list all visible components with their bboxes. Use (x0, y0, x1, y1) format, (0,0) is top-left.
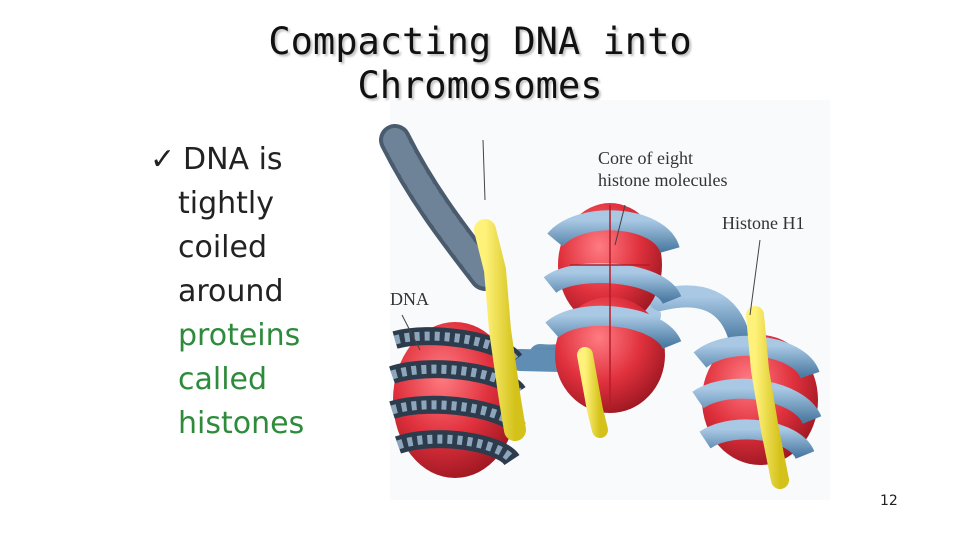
bullet-line-4: around (178, 274, 284, 309)
bullet-line-3: coiled (178, 230, 268, 265)
page-number: 12 (880, 493, 898, 509)
bullet-highlight-1: proteins (178, 318, 301, 353)
nucleosome-illustration (379, 100, 830, 500)
label-dna: DNA (390, 289, 429, 309)
bullet-highlight-3: histones (178, 406, 305, 441)
bullet-point: ✓ DNA is tightly coiled around proteins … (150, 138, 350, 446)
slide-title-line-1: Compacting DNA into (268, 20, 692, 63)
label-histone-core-line-1: Core of eight (598, 148, 693, 168)
label-histone-h1: Histone H1 (722, 213, 805, 233)
slide-title-line-2: Chromosomes (357, 64, 603, 107)
label-histone-core: Core of eight histone molecules (598, 147, 727, 191)
bullet-highlight-2: called (178, 362, 268, 397)
slide-title: Compacting DNA into Chromosomes (180, 20, 780, 108)
bullet-line-1: DNA is (183, 142, 283, 177)
checkmark-icon: ✓ (150, 142, 176, 177)
label-histone-core-line-2: histone molecules (598, 170, 728, 190)
bullet-line-2: tightly (178, 186, 275, 221)
